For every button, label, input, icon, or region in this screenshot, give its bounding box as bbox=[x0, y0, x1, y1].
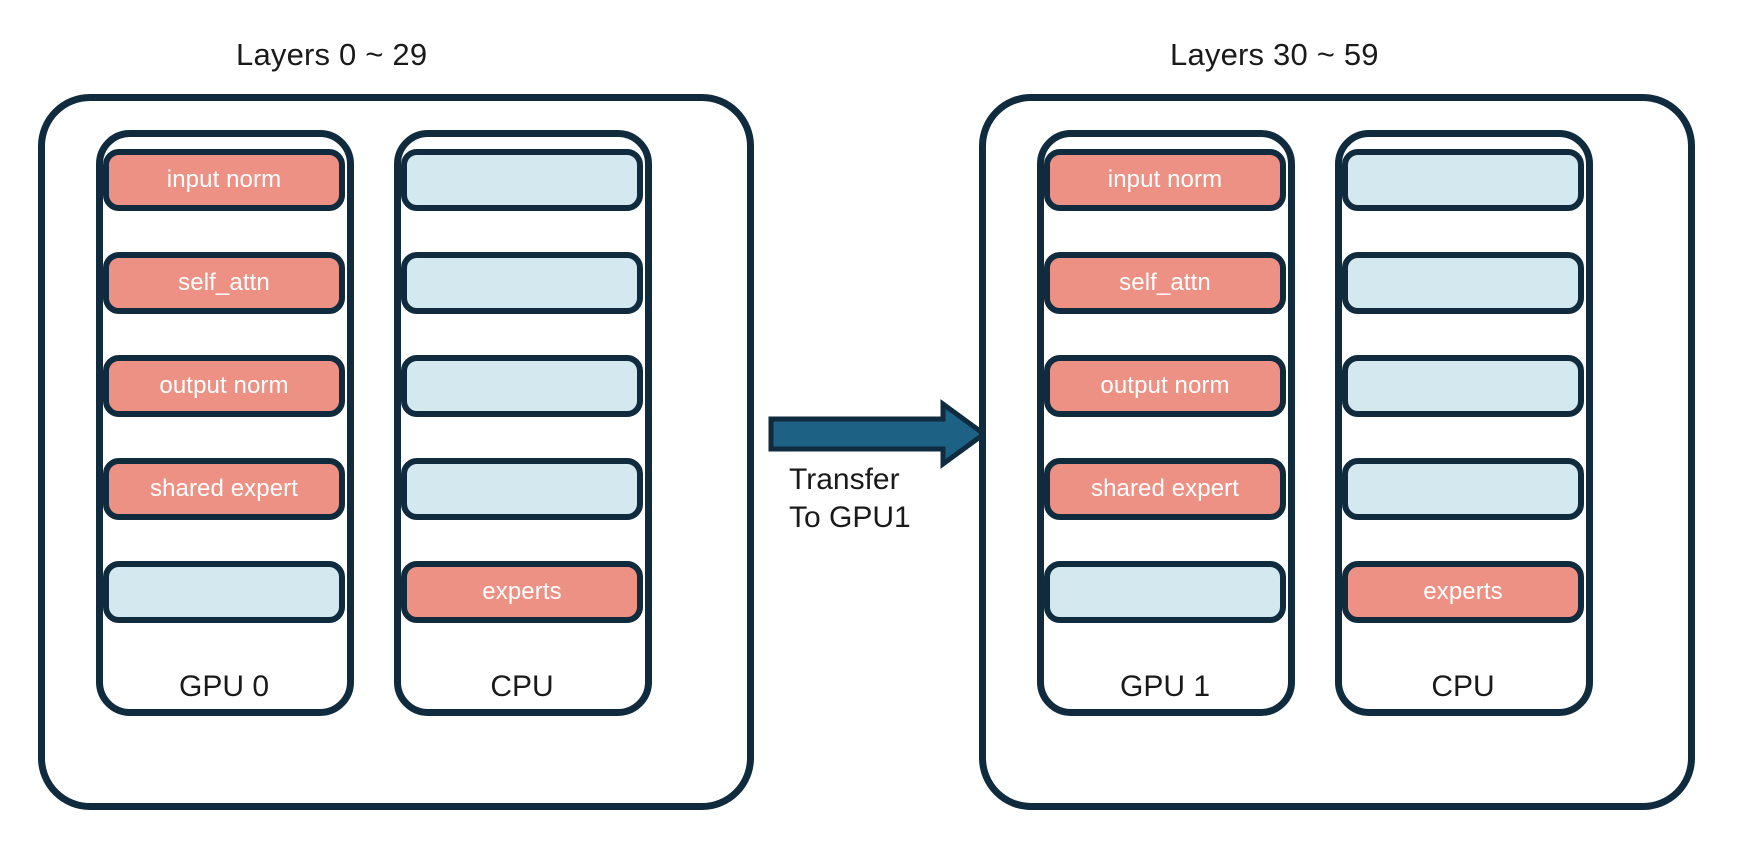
block-gpu1-shared-expert[interactable]: shared expert bbox=[1044, 458, 1286, 520]
device-label-cpu-right: CPU bbox=[1431, 670, 1495, 703]
panel-title-left: Layers 0 ~ 29 bbox=[236, 37, 428, 72]
block-gpu1-input-norm[interactable]: input norm bbox=[1044, 149, 1286, 211]
block-cpu-left-slot-4[interactable] bbox=[401, 458, 643, 520]
device-label-cpu-left: CPU bbox=[490, 670, 554, 703]
block-cpu-left-experts[interactable]: experts bbox=[401, 561, 643, 623]
transfer-caption-line2: To GPU1 bbox=[789, 501, 911, 535]
block-cpu-left-slot-3[interactable] bbox=[401, 355, 643, 417]
block-gpu1-empty-slot[interactable] bbox=[1044, 561, 1286, 623]
block-cpu-right-slot-1[interactable] bbox=[1342, 149, 1584, 211]
column-cpu-left bbox=[394, 130, 652, 716]
transfer-caption-line1: Transfer bbox=[789, 463, 900, 496]
device-label-gpu1: GPU 1 bbox=[1119, 670, 1211, 703]
transfer-arrow bbox=[768, 399, 989, 469]
device-label-gpu0: GPU 0 bbox=[178, 670, 270, 703]
block-cpu-right-slot-3[interactable] bbox=[1342, 355, 1584, 417]
block-gpu1-output-norm[interactable]: output norm bbox=[1044, 355, 1286, 417]
column-gpu0 bbox=[96, 130, 354, 716]
transfer-caption: Transfer To GPU1 bbox=[789, 461, 911, 538]
column-cpu-right bbox=[1335, 130, 1593, 716]
block-gpu0-shared-expert[interactable]: shared expert bbox=[103, 458, 345, 520]
block-gpu1-self-attn[interactable]: self_attn bbox=[1044, 252, 1286, 314]
column-gpu1 bbox=[1037, 130, 1295, 716]
block-cpu-left-slot-2[interactable] bbox=[401, 252, 643, 314]
panel-title-right: Layers 30 ~ 59 bbox=[1170, 37, 1379, 72]
block-cpu-right-slot-2[interactable] bbox=[1342, 252, 1584, 314]
block-gpu0-empty-slot[interactable] bbox=[103, 561, 345, 623]
block-gpu0-output-norm[interactable]: output norm bbox=[103, 355, 345, 417]
block-gpu0-self-attn[interactable]: self_attn bbox=[103, 252, 345, 314]
block-cpu-left-slot-1[interactable] bbox=[401, 149, 643, 211]
block-cpu-right-slot-4[interactable] bbox=[1342, 458, 1584, 520]
block-gpu0-input-norm[interactable]: input norm bbox=[103, 149, 345, 211]
block-cpu-right-experts[interactable]: experts bbox=[1342, 561, 1584, 623]
